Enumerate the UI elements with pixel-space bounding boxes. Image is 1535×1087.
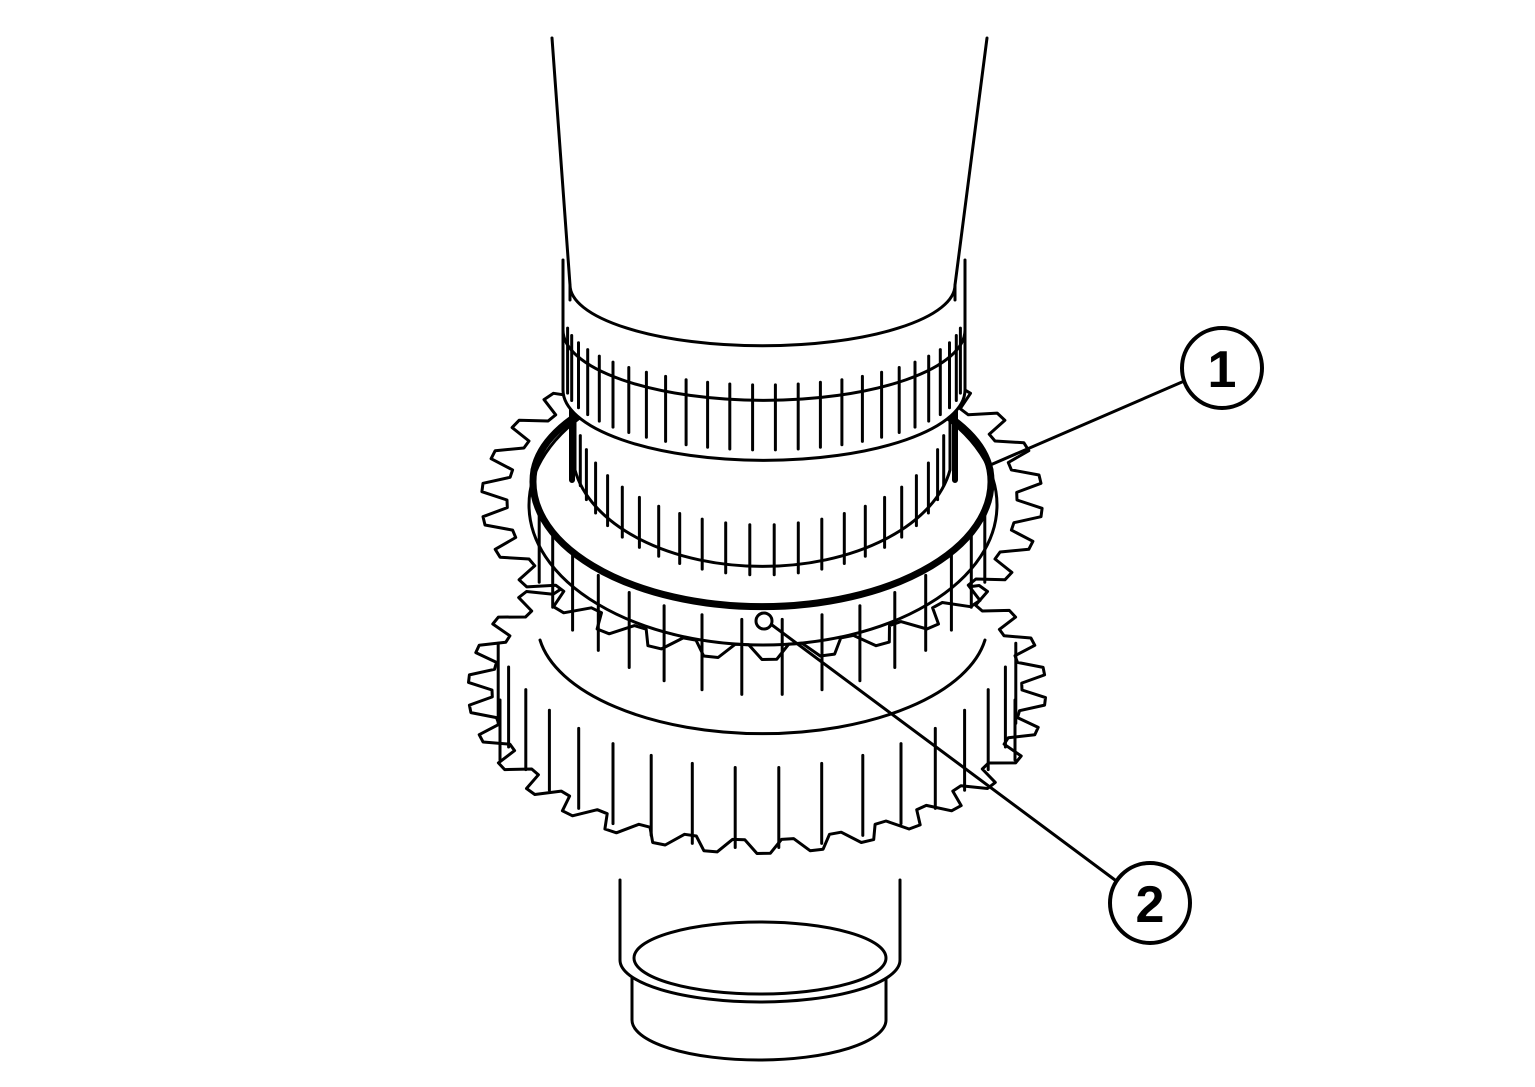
- callout-2: 2: [1108, 861, 1192, 945]
- callout-1: 1: [1180, 326, 1264, 410]
- leader-line-2: [766, 620, 1117, 882]
- upper-shaft: [550, 36, 989, 348]
- leader-line-1: [986, 380, 1184, 468]
- callout-2-label: 2: [1136, 876, 1165, 934]
- synchro-hub: [573, 418, 952, 577]
- callout-1-label: 1: [1208, 341, 1237, 399]
- lower-hub: [618, 878, 902, 1062]
- snap-ring-gap-marker: [754, 611, 774, 631]
